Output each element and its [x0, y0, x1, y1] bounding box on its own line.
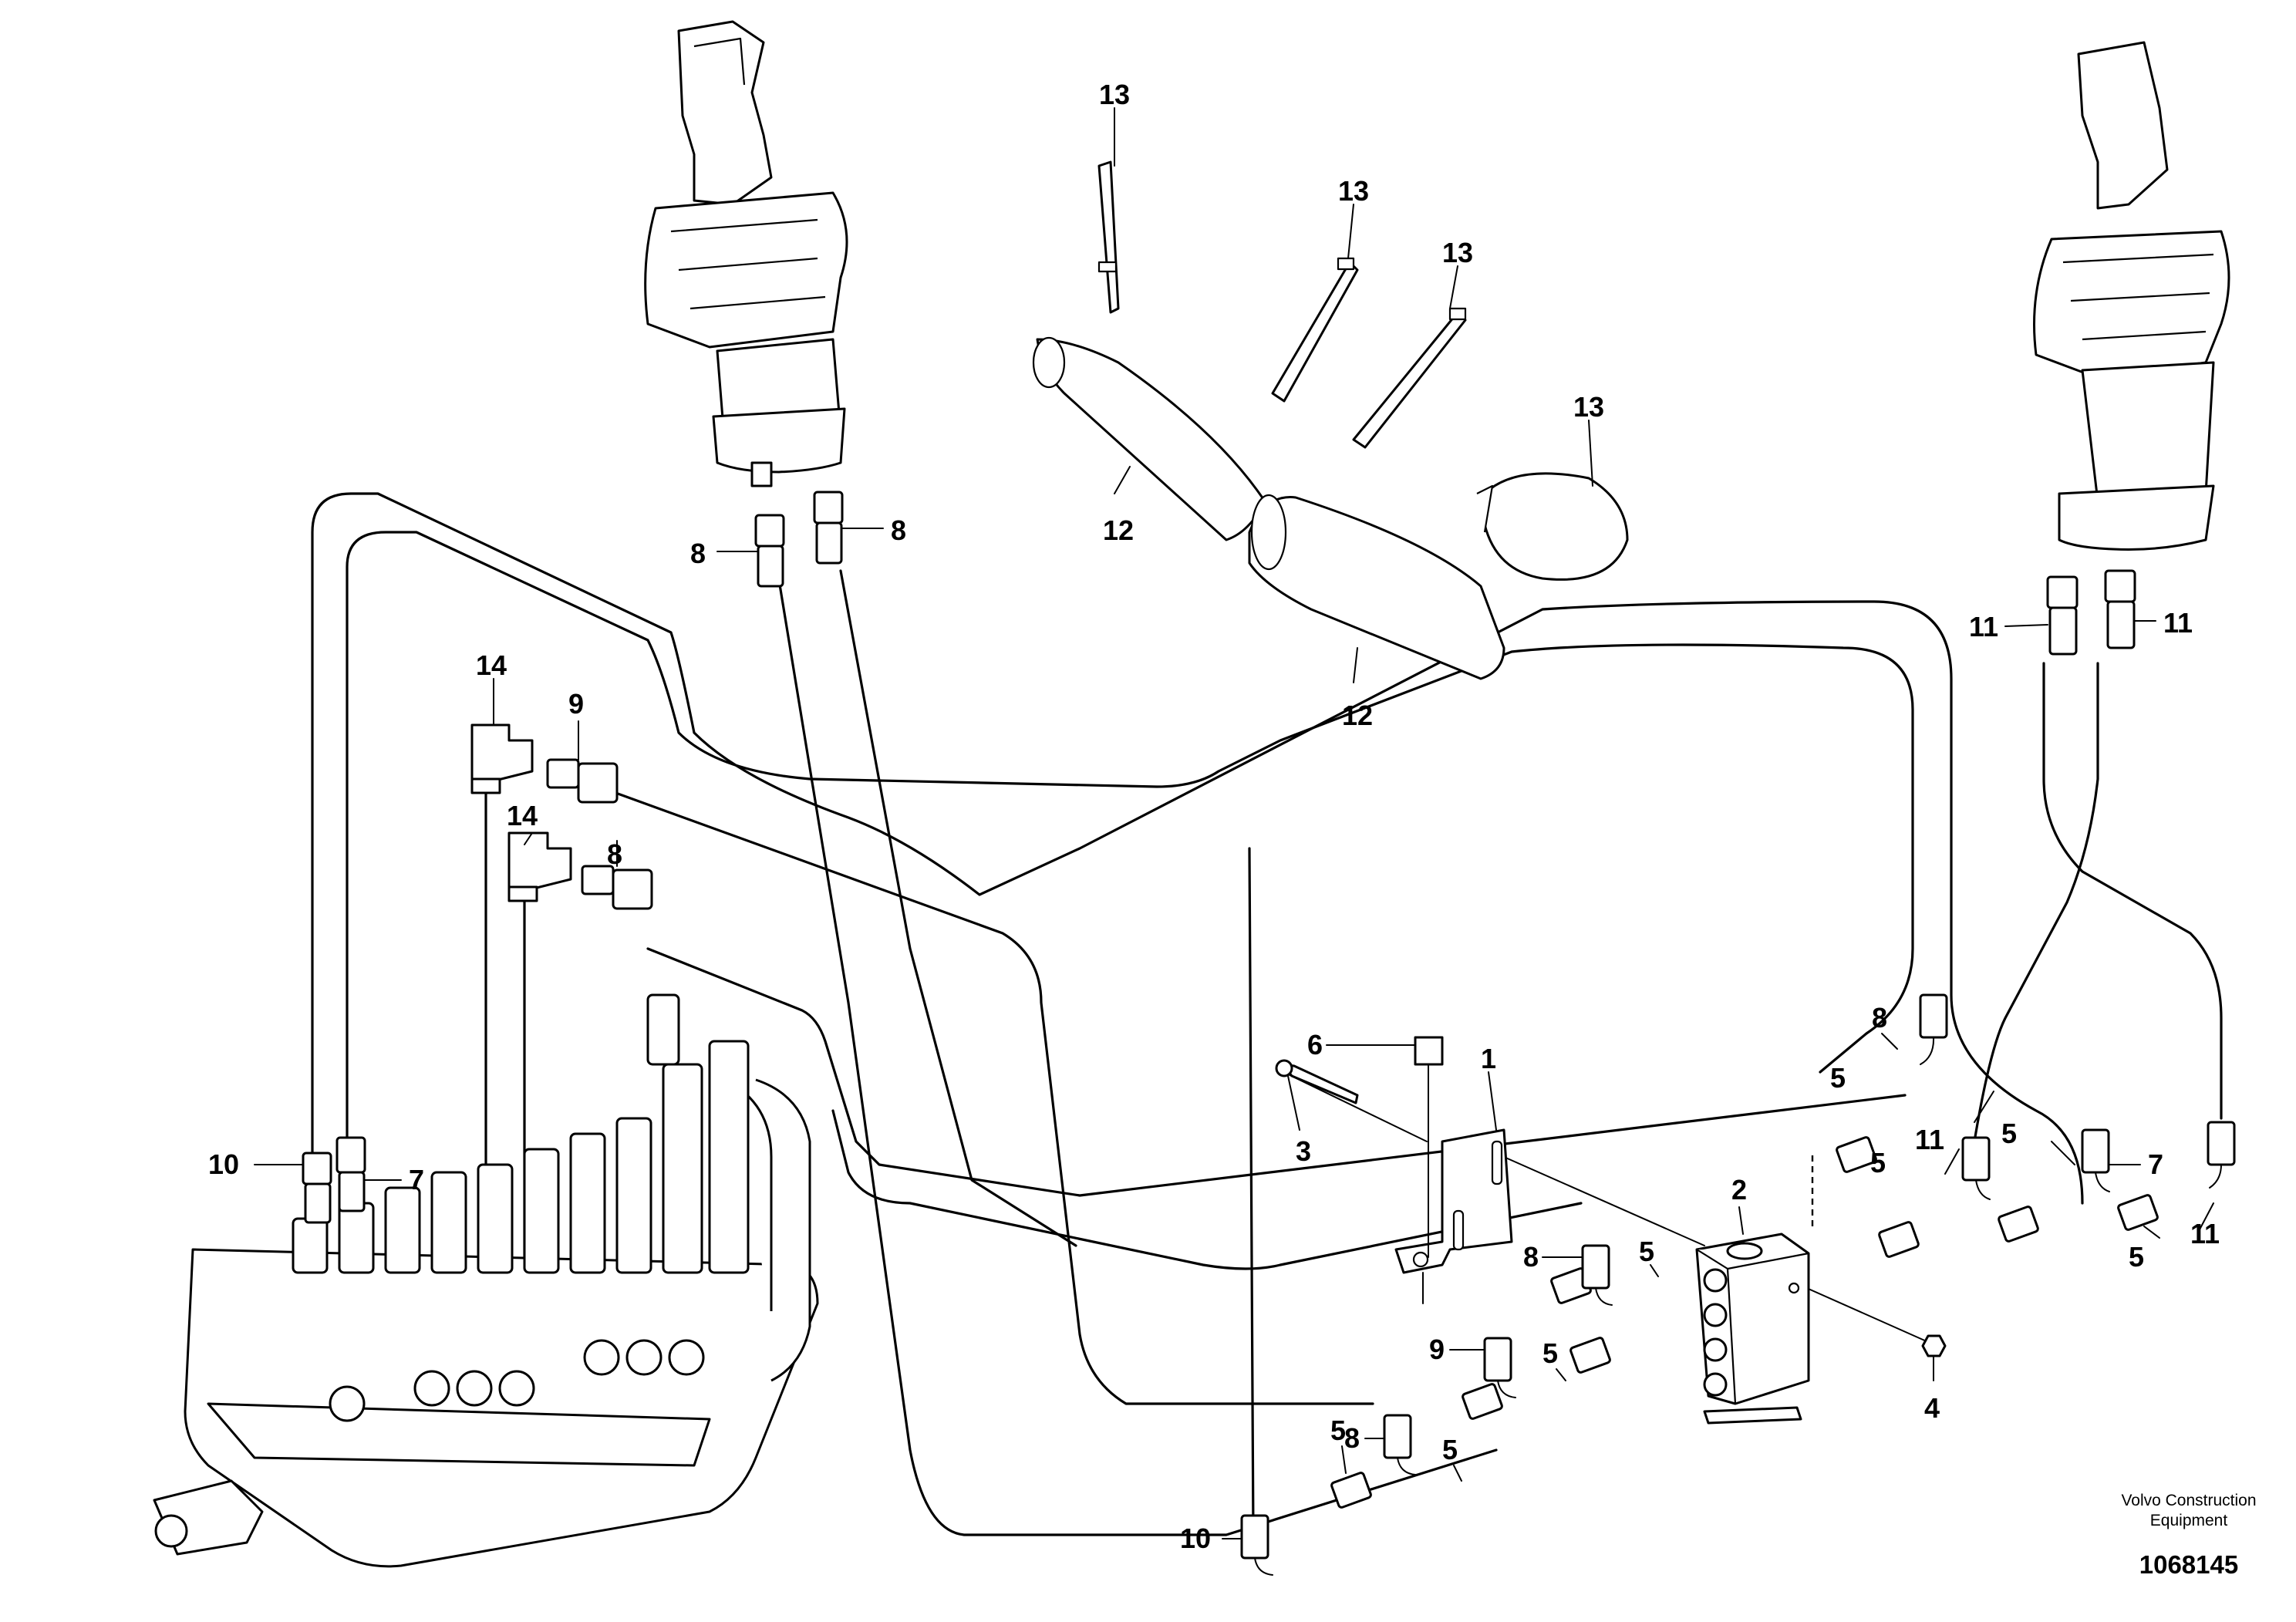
callout-14-upper: 14 [476, 649, 507, 681]
callout-5-block-b: 5 [1542, 1337, 1558, 1369]
nut-4 [1921, 1334, 1947, 1357]
callout-5-block-d: 5 [1330, 1415, 1346, 1446]
cable-ties [1097, 160, 1629, 581]
callout-leaders [254, 107, 2214, 1539]
callout-5-right-b: 5 [1870, 1147, 1886, 1179]
callout-5-block-a: 5 [1639, 1236, 1654, 1267]
sleeve-lower [1248, 496, 1505, 680]
callout-13-b: 13 [1338, 175, 1369, 207]
callout-9-lower: 9 [1429, 1334, 1445, 1365]
sleeve-upper [1036, 338, 1266, 541]
hose-9-route [608, 789, 1374, 1405]
callout-6: 6 [1307, 1029, 1323, 1061]
joystick-left [644, 20, 848, 588]
small-fittings [1240, 993, 2236, 1576]
brand-line-2: Equipment [2150, 1512, 2228, 1529]
distribution-block [1695, 1233, 1947, 1425]
callout-5-block-c: 5 [1442, 1434, 1458, 1465]
callout-5-right-a: 5 [1830, 1062, 1846, 1094]
hose-right-joystick-b [1973, 662, 2099, 1143]
callout-5-right-d: 5 [2129, 1241, 2144, 1273]
drawing-number: 1068145 [2139, 1550, 2238, 1579]
callout-5-right-c: 5 [2001, 1118, 2017, 1149]
hose-outer-loop [311, 492, 2084, 1209]
callout-8-right-a: 8 [1872, 1002, 1887, 1034]
hose-left-joystick-a [777, 578, 1498, 1536]
cable-tie-4 [1479, 472, 1629, 581]
callout-labels: 13 13 13 13 12 12 8 8 14 9 14 8 10 7 6 1… [208, 79, 2220, 1554]
fitting-9 [546, 758, 580, 789]
callout-13-a: 13 [1099, 79, 1130, 110]
cable-tie-3 [1352, 311, 1467, 449]
cable-tie-2 [1271, 261, 1359, 403]
callout-7-right: 7 [2148, 1148, 2163, 1180]
callout-10-lower: 10 [1180, 1523, 1211, 1554]
callout-11-right-b: 11 [2190, 1218, 2220, 1249]
callout-7-left: 7 [409, 1164, 424, 1195]
callout-12-b: 12 [1342, 700, 1373, 731]
hose-8-route [646, 947, 1907, 1197]
callout-12-a: 12 [1103, 514, 1134, 546]
leader-line-1 [1503, 1156, 1705, 1246]
protective-sleeves [1032, 336, 1505, 680]
hose-right-joystick-a [2042, 662, 2223, 1120]
hose-routing [311, 492, 2223, 1536]
joystick-right [2033, 41, 2230, 656]
bracket-assembly [1275, 1036, 1513, 1304]
callout-13-c: 13 [1442, 237, 1473, 268]
callout-8-left: 8 [607, 838, 622, 870]
callout-9-upper: 9 [568, 688, 584, 720]
callout-3: 3 [1296, 1135, 1311, 1167]
bracket-1 [1394, 1128, 1513, 1274]
callout-2: 2 [1731, 1174, 1747, 1206]
callout-10-upper: 10 [208, 1148, 239, 1180]
hose-left-joystick-b [839, 569, 1077, 1247]
brand-line-1: Volvo Construction [2121, 1492, 2256, 1509]
callout-11-right-a: 11 [1915, 1124, 1944, 1155]
callout-11-joystick-left: 11 [1969, 611, 1998, 642]
leader-line-4 [1789, 1280, 1929, 1343]
callout-13-d: 13 [1573, 391, 1604, 423]
footer-branding: Volvo Construction Equipment 1068145 [2121, 1492, 2256, 1579]
callout-8-lower: 8 [1344, 1422, 1360, 1454]
screw-6 [1414, 1036, 1444, 1066]
hose-10-lower [1248, 847, 1255, 1536]
callout-14-lower: 14 [507, 800, 538, 831]
elbow-14-lower [507, 831, 572, 896]
callout-8-joystick-right: 8 [891, 514, 906, 546]
callout-1: 1 [1481, 1043, 1496, 1074]
fitting-8-left [581, 865, 615, 895]
hose-return-loop [831, 1109, 1583, 1270]
control-valve [153, 993, 819, 1568]
hose-inner-loop [346, 531, 1914, 1209]
callout-4: 4 [1924, 1392, 1940, 1424]
elbow-fittings-left [470, 723, 653, 910]
elbow-14-upper [470, 723, 534, 788]
callout-8-block-a: 8 [1523, 1241, 1539, 1273]
cable-tie-1 [1097, 160, 1120, 314]
callout-8-joystick-left: 8 [690, 538, 706, 569]
callout-11-joystick-right: 11 [2163, 607, 2193, 639]
